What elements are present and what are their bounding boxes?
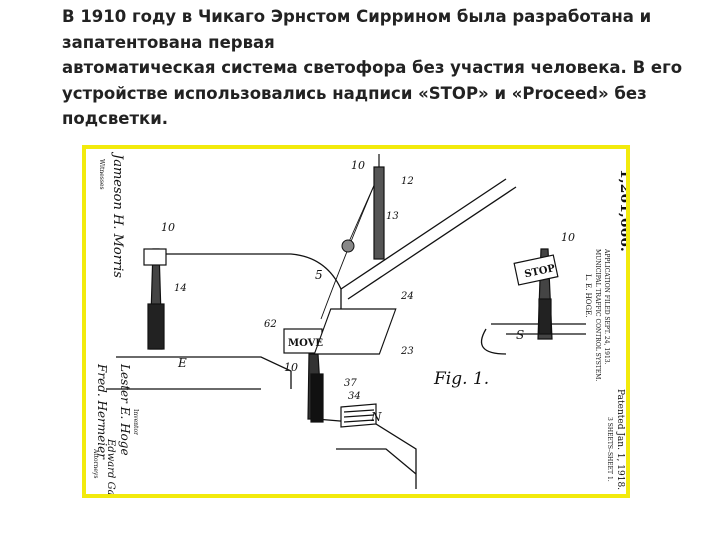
ref-label-10: 10 (284, 361, 298, 374)
ref-label-23: 23 (400, 346, 414, 357)
sign-move-text: MOVE (288, 338, 323, 349)
ref-label-37: 37 (344, 378, 357, 389)
inventor-signature: Lester E. Hoge (118, 363, 132, 456)
ref-label-10: 10 (561, 231, 575, 244)
ref-label-E: E (177, 356, 187, 370)
signal-pole-left (143, 248, 167, 350)
hanging-lamp-icon (341, 239, 355, 253)
ref-label-12: 12 (401, 176, 414, 187)
curb-line (336, 448, 417, 475)
attorney-signature: Edward Gallagher (105, 438, 116, 494)
ref-label-N: N (370, 410, 382, 424)
witness-signature-2: Fred. Hermeier (95, 363, 109, 460)
curb-line (315, 418, 417, 489)
signal-pole-right (513, 248, 559, 340)
inventor-label: Inventor (132, 409, 139, 435)
patent-drawing-frame: STOP MOVE 10 10 10 10 12 13 14 5 E N S 6… (82, 145, 630, 498)
caption-line-3: автоматическая система светофора без уча… (62, 58, 683, 77)
patent-inventor-block: L. E. HOGE. (584, 274, 592, 317)
ref-label-62: 62 (264, 319, 277, 330)
witnesses-label: Witnesses (98, 159, 105, 190)
ref-label-13: 13 (386, 211, 399, 222)
caption-line-4: устройстве использовались надписи «STOP»… (62, 83, 647, 103)
patent-number: 1,261,666. (617, 169, 626, 252)
ref-label-5: 5 (315, 268, 323, 282)
caption-line-1: В 1910 году в Чикаго Эрнстом Сиррином бы… (62, 7, 652, 26)
patent-filed-line: APPLICATION FILED SEPT. 24, 1913. (603, 248, 610, 365)
patent-drawing: STOP MOVE 10 10 10 10 12 13 14 5 E N S 6… (92, 151, 626, 494)
curb-line (340, 178, 507, 290)
slide-caption: В 1910 году в Чикаго Эрнстом Сиррином бы… (62, 4, 702, 132)
ref-label-24: 24 (400, 291, 414, 302)
fig-label: Fig. 1. (433, 369, 489, 389)
signal-pole-top (373, 154, 385, 260)
curb-line (480, 328, 507, 355)
curb-line (347, 186, 517, 300)
signal-pole-center (283, 308, 397, 428)
curb-line (116, 356, 292, 389)
patent-date: Patented Jan. 1, 1918. (615, 389, 625, 490)
ref-label-S: S (516, 328, 524, 342)
caption-line-2: запатентована первая (62, 32, 275, 52)
ref-label-34: 34 (348, 391, 361, 402)
patent-sheets: 3 SHEETS–SHEET 1. (606, 417, 613, 482)
ref-label-10: 10 (161, 221, 175, 234)
caption-line-5: подсветки. (62, 109, 169, 128)
ref-label-10: 10 (351, 159, 365, 172)
ref-label-14: 14 (174, 283, 187, 294)
curb-line (290, 253, 342, 314)
attorneys-label: Attorneys (92, 448, 99, 478)
witness-signature-1: Jameson H. Morris (110, 151, 125, 278)
patent-title-line: MUNICIPAL TRAFFIC CONTROL SYSTEM. (594, 249, 601, 381)
